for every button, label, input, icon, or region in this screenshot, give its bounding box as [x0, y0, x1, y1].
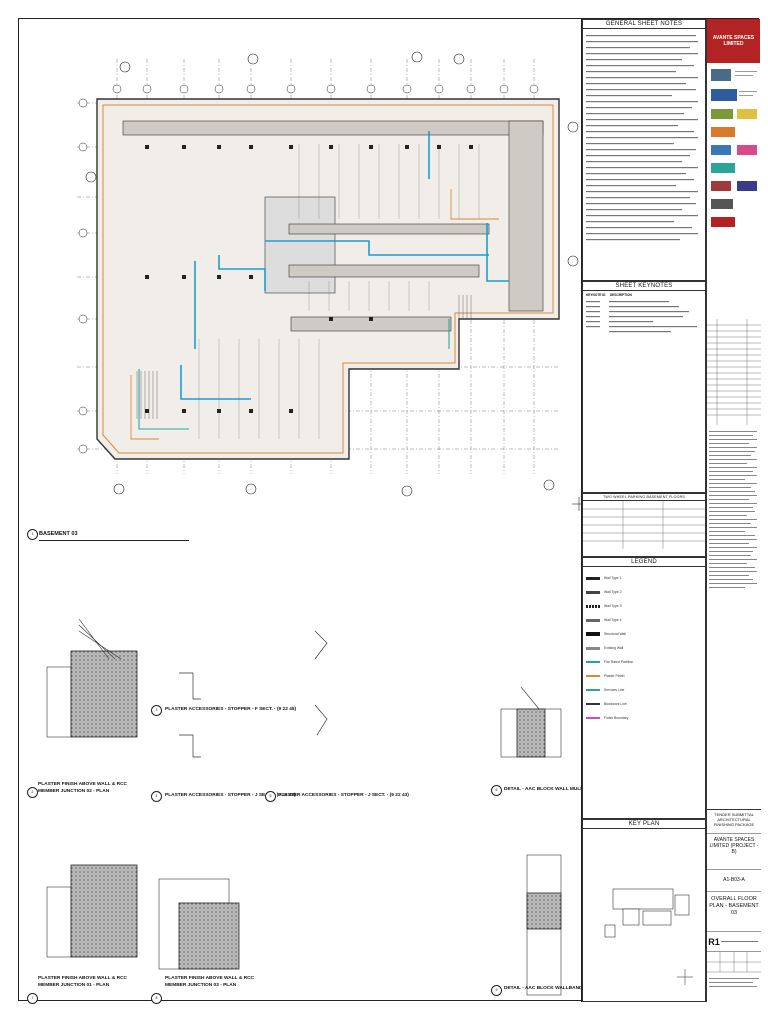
detail-title: DETAIL - AAC BLOCK WALL MULLION (CONC.) — [504, 787, 612, 792]
legend-panel: LEGEND Wall Type 1 Wall Type 2 Wall Type… — [582, 557, 706, 819]
legend-swatch — [586, 618, 600, 622]
notes-text-lines — [586, 35, 698, 241]
legend-title: LEGEND — [583, 558, 705, 567]
keynotes-lines — [586, 301, 697, 333]
detail-junction-02 — [46, 618, 138, 738]
keynotes-col-description: DESCRIPTION — [610, 293, 632, 297]
parking-schedule-panel: TWO WHEEL PARKING BASEMENT FLOORS — [582, 493, 706, 557]
title-block-info: TENDER SUBMITTAL ARCHITECTURAL FINISHING… — [707, 809, 761, 1003]
legend-swatch — [586, 689, 600, 691]
plan-title-underline — [39, 540, 189, 541]
detail-title: PLASTER FINISH ABOVE WALL & RCC MEMBER J… — [165, 976, 255, 988]
company-logo: AVANTE SPACES LIMITED — [707, 19, 760, 63]
sheet-title: OVERALL FLOOR PLAN - BASEMENT 03 — [707, 892, 761, 932]
detail-bubble: 6 — [491, 785, 502, 796]
legend-item: Wall Type 3 — [586, 599, 702, 613]
legend-item: Fire Rated Partition — [586, 655, 702, 669]
revision-line — [721, 941, 758, 942]
detail-bubble: 9 — [491, 985, 502, 996]
revision-row: R1 — [707, 932, 761, 952]
detail-title: PLASTER FINISH ABOVE WALL & RCC MEMBER J… — [38, 782, 128, 794]
detail-title: PLASTER ACCESSORIES - STOPPER - F SECT. … — [165, 707, 297, 712]
keynotes-header-row: KEYNOTE ID DESCRIPTION — [583, 291, 705, 299]
revision-table — [707, 319, 761, 425]
revision-code: R1 — [708, 936, 720, 947]
disclaimer-text — [709, 429, 759, 809]
legend-swatch — [586, 675, 600, 677]
detail-title: PLASTER ACCESSORIES - STOPPER - J SECT. … — [278, 793, 409, 798]
parking-schedule-table — [583, 501, 705, 549]
detail-title: PLASTER FINISH ABOVE WALL & RCC MEMBER J… — [38, 976, 128, 988]
detail-bubble: 4 — [151, 791, 162, 802]
company-name: AVANTE SPACES LIMITED — [712, 35, 755, 47]
legend-item: Plaster Finish — [586, 669, 702, 683]
keynotes-col-id: KEYNOTE ID — [586, 293, 606, 297]
legend-item: Structural Wall — [586, 627, 702, 641]
legend-item: Finish Boundary — [586, 711, 702, 725]
legend-item: Wall Type 4 — [586, 613, 702, 627]
key-plan-diagram — [604, 888, 693, 985]
notes-column: GENERAL SHEET NOTES — [582, 19, 706, 1002]
view-number-bubble: 1 — [27, 529, 38, 540]
plan-title: BASEMENT 03 — [39, 531, 78, 537]
legend-swatch — [586, 703, 600, 705]
general-notes-panel: GENERAL SHEET NOTES — [582, 19, 706, 281]
disclaimer-lines — [709, 431, 757, 588]
legend-swatch — [586, 604, 600, 608]
detail-title: DETAIL - AAC BLOCK WALLBAND BEAM — [504, 986, 598, 991]
legend-swatch — [586, 717, 600, 719]
detail-bubble: 5 — [265, 791, 276, 802]
keynotes-panel: SHEET KEYNOTES KEYNOTE ID DESCRIPTION — [582, 281, 706, 493]
legend-swatch — [586, 576, 600, 580]
legend-item: Blockwork Line — [586, 697, 702, 711]
floor-plan-drawing — [46, 51, 586, 996]
stage-label: TENDER SUBMITTAL ARCHITECTURAL FINISHING… — [707, 810, 761, 834]
detail-title: PLASTER ACCESSORIES - STOPPER - J SECT. … — [165, 793, 296, 798]
signature-grid — [707, 952, 761, 987]
legend-list: Wall Type 1 Wall Type 2 Wall Type 3 Wall… — [583, 567, 705, 729]
title-block: AVANTE SPACES LIMITED — [706, 19, 761, 1003]
side-panel: GENERAL SHEET NOTES — [581, 19, 761, 1003]
general-notes-title: GENERAL SHEET NOTES — [583, 20, 705, 29]
drawing-sheet: 1 BASEMENT 03 2 PLASTER FINISH ABOVE WAL… — [18, 18, 761, 1004]
detail-bubble: 8 — [151, 993, 162, 1004]
general-notes-body — [583, 29, 705, 258]
detail-bubble: 7 — [27, 993, 38, 1004]
legend-item: Services Line — [586, 683, 702, 697]
legend-item: Wall Type 1 — [586, 571, 702, 585]
legend-swatch — [586, 661, 600, 663]
sheet-number: A1-B03-A — [707, 870, 761, 892]
detail-bubble: 2 — [27, 787, 38, 798]
consultant-logos-strip — [711, 69, 757, 227]
client-label: AVANTE SPACES LIMITED (PROJECT - B) — [707, 834, 761, 870]
legend-item: Existing Wall — [586, 641, 702, 655]
revision-table-grid — [707, 319, 761, 425]
legend-swatch — [586, 632, 600, 636]
legend-swatch — [586, 646, 600, 650]
legend-item: Wall Type 2 — [586, 585, 702, 599]
key-plan-title: KEY PLAN — [583, 820, 705, 829]
keynotes-title: SHEET KEYNOTES — [583, 282, 705, 291]
detail-bubble: 3 — [151, 705, 162, 716]
drawing-area: 1 BASEMENT 03 2 PLASTER FINISH ABOVE WAL… — [19, 19, 612, 1004]
legend-swatch — [586, 590, 600, 594]
parking-schedule-title: TWO WHEEL PARKING BASEMENT FLOORS — [583, 494, 705, 501]
key-plan-panel: KEY PLAN — [582, 819, 706, 1002]
consultant-logos — [707, 63, 760, 272]
